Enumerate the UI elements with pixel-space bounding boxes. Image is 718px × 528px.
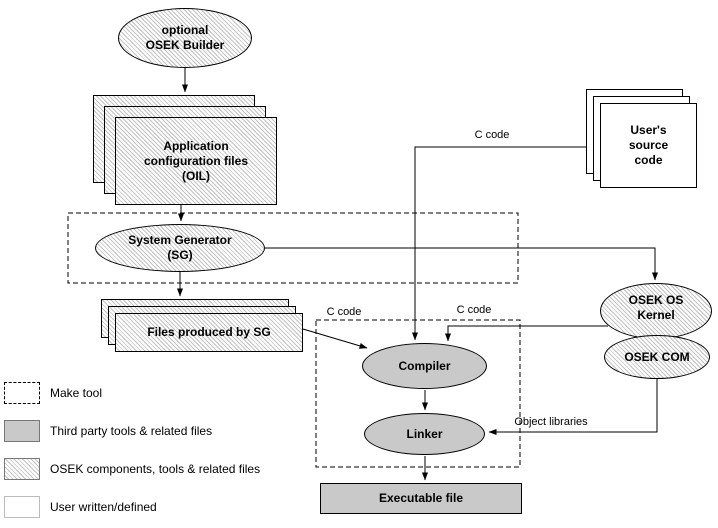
node-linker: Linker	[364, 413, 485, 455]
legend-label-make-tool: Make tool	[50, 386, 103, 400]
node-system-generator: System Generator (SG)	[95, 224, 265, 272]
legend-swatch-osek-components	[4, 458, 40, 480]
edge-sg-to-kernel	[265, 247, 658, 281]
node-executable-label: Executable file	[378, 491, 464, 505]
node-osek-com: OSEK COM	[604, 335, 710, 379]
legend-label-osek-components: OSEK components, tools & related files	[50, 462, 261, 476]
legend-swatch-user-written	[4, 496, 40, 518]
node-oil-files: Application configuration files (OIL)	[115, 117, 277, 205]
legend-swatch-third-party	[4, 420, 40, 442]
legend-label-third-party: Third party tools & related files	[50, 424, 213, 438]
node-users-source-label: User's source code	[628, 123, 669, 167]
edge-label-c-code-user: C code	[474, 129, 510, 141]
node-osek-kernel-label: OSEK OS Kernel	[628, 293, 684, 322]
node-osek-com-label: OSEK COM	[624, 349, 690, 364]
edge-label-object-libraries: Object libraries	[514, 416, 588, 428]
legend-label-user-written: User written/defined	[50, 500, 157, 514]
node-users-source: User's source code	[600, 103, 697, 188]
node-linker-label: Linker	[406, 426, 443, 441]
edge-files-to-compiler	[302, 328, 368, 349]
node-compiler-label: Compiler	[398, 358, 451, 373]
node-executable: Executable file	[320, 483, 522, 514]
node-osek-builder: optional OSEK Builder	[118, 8, 252, 68]
legend-swatch-make-tool	[4, 382, 40, 404]
node-compiler: Compiler	[362, 343, 487, 389]
edge-label-c-code-kernel: C code	[456, 304, 492, 316]
node-osek-builder-label: optional OSEK Builder	[145, 23, 225, 52]
node-osek-kernel: OSEK OS Kernel	[600, 283, 712, 339]
edge-kernel-to-compiler	[445, 325, 608, 342]
node-files-produced: Files produced by SG	[115, 313, 303, 352]
node-system-generator-label: System Generator (SG)	[128, 233, 232, 262]
node-files-produced-label: Files produced by SG	[147, 325, 271, 339]
edge-label-c-code-files: C code	[326, 306, 362, 318]
node-oil-files-label: Application configuration files (OIL)	[143, 138, 248, 183]
